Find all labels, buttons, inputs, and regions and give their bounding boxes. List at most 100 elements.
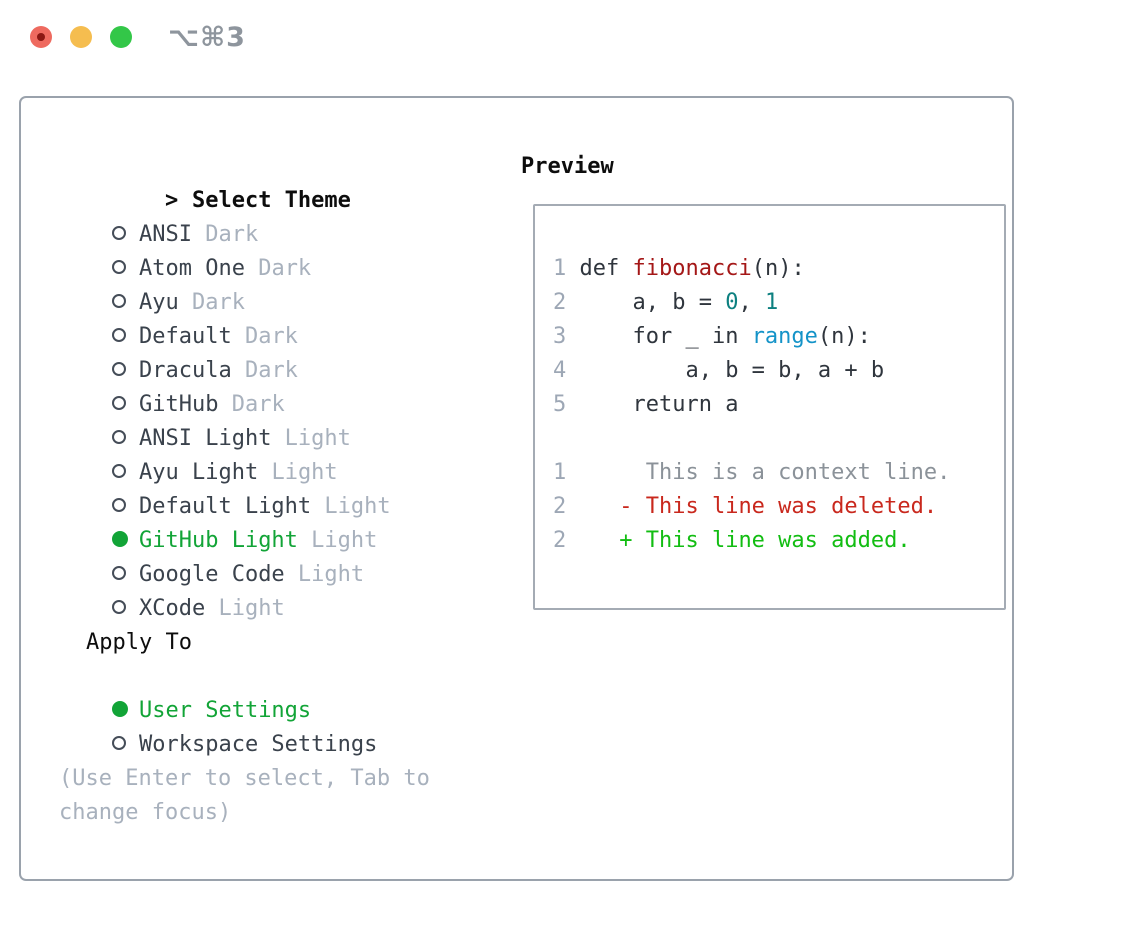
code-segment: - This line was deleted. bbox=[579, 494, 938, 519]
theme-variant-tag: Dark bbox=[231, 324, 298, 349]
line-number bbox=[553, 426, 566, 451]
theme-option-ayu[interactable]: Ayu Dark bbox=[59, 252, 499, 315]
theme-name: Dracula bbox=[138, 358, 232, 383]
preview-line: 1 def fibonacci(n): bbox=[553, 252, 950, 286]
theme-name: GitHub bbox=[138, 392, 219, 417]
preview-line bbox=[553, 422, 950, 456]
keyboard-shortcut-label: ⌥⌘3 bbox=[168, 22, 246, 53]
code-segment: , bbox=[738, 290, 765, 315]
code-segment: fibonacci bbox=[632, 256, 752, 281]
radio-icon bbox=[111, 354, 139, 388]
preview-line: 5 return a bbox=[553, 388, 950, 422]
radio-icon bbox=[111, 558, 139, 592]
theme-option-ansi-light[interactable]: ANSI Light Light bbox=[59, 388, 499, 451]
preview-title: Preview bbox=[521, 154, 614, 179]
theme-name: XCode bbox=[138, 596, 206, 621]
theme-variant-tag: Dark bbox=[178, 290, 245, 315]
radio-icon bbox=[111, 456, 139, 490]
theme-variant-tag: Light bbox=[205, 596, 285, 621]
preview-line: 4 a, b = b, a + b bbox=[553, 354, 950, 388]
select-theme-title: Select Theme bbox=[191, 188, 351, 213]
theme-variant-tag: Light bbox=[297, 528, 378, 553]
theme-name: Default Light bbox=[138, 494, 312, 519]
code-segment: return a bbox=[579, 392, 739, 417]
theme-option-xcode[interactable]: XCode Light bbox=[59, 558, 499, 621]
theme-name: ANSI Light bbox=[138, 426, 272, 451]
radio-icon bbox=[111, 422, 139, 456]
code-segment: def bbox=[579, 256, 633, 281]
theme-variant-tag: Dark bbox=[244, 256, 312, 281]
radio-icon bbox=[111, 320, 139, 354]
line-number: 5 bbox=[553, 392, 580, 417]
code-segment: This is a context line. bbox=[579, 460, 951, 485]
line-number: 4 bbox=[553, 358, 580, 383]
apply-option-workspace-settings[interactable]: Workspace Settings bbox=[59, 694, 499, 757]
theme-option-default-light[interactable]: Default Light Light bbox=[59, 456, 499, 519]
apply-to-options: User Settings Workspace Settings bbox=[59, 660, 499, 757]
theme-name: User Settings bbox=[138, 698, 312, 723]
code-segment: a, b = bbox=[579, 290, 726, 315]
theme-list: >Select Theme ANSI Dark Atom One Dark Ay… bbox=[59, 150, 499, 830]
radio-icon bbox=[111, 728, 139, 762]
theme-name: GitHub Light bbox=[138, 528, 298, 553]
apply-option-user-settings[interactable]: User Settings bbox=[59, 660, 499, 723]
theme-option-github[interactable]: GitHub Dark bbox=[59, 354, 499, 417]
theme-name: Default bbox=[138, 324, 232, 349]
line-number: 3 bbox=[553, 324, 580, 349]
theme-name: Ayu bbox=[138, 290, 179, 315]
radio-icon bbox=[111, 524, 139, 558]
theme-variant-tag: Light bbox=[311, 494, 391, 519]
theme-name: Atom One bbox=[138, 256, 245, 281]
code-segment: 1 bbox=[764, 290, 779, 315]
code-segment: (n): bbox=[751, 256, 805, 281]
theme-variant-tag: Dark bbox=[218, 392, 285, 417]
minimize-button[interactable] bbox=[70, 26, 92, 48]
code-segment: range bbox=[751, 324, 818, 349]
code-segment: a, b = b, a + b bbox=[579, 358, 885, 383]
radio-icon bbox=[111, 490, 139, 524]
theme-selector-panel: >Select Theme ANSI Dark Atom One Dark Ay… bbox=[19, 96, 1014, 881]
theme-variant-tag: Dark bbox=[191, 222, 259, 247]
close-button[interactable] bbox=[30, 26, 52, 48]
theme-option-dracula[interactable]: Dracula Dark bbox=[59, 320, 499, 383]
theme-variant-tag: Light bbox=[258, 460, 338, 485]
line-number: 2 bbox=[553, 290, 580, 315]
preview-line: 3 for _ in range(n): bbox=[553, 320, 950, 354]
preview-line: 2 - This line was deleted. bbox=[553, 490, 950, 524]
radio-icon bbox=[111, 286, 139, 320]
preview-line: 1 This is a context line. bbox=[553, 456, 950, 490]
radio-icon bbox=[111, 592, 139, 626]
theme-variant-tag: Dark bbox=[231, 358, 298, 383]
radio-icon bbox=[111, 252, 139, 286]
theme-variant-tag: Light bbox=[284, 562, 365, 587]
code-segment: + This line was added. bbox=[579, 528, 911, 553]
theme-option-google-code[interactable]: Google Code Light bbox=[59, 524, 499, 587]
theme-option-github-light[interactable]: GitHub Light Light bbox=[59, 490, 499, 553]
theme-option-ansi[interactable]: ANSI Dark bbox=[59, 184, 499, 247]
zoom-button[interactable] bbox=[110, 26, 132, 48]
theme-name: Ayu Light bbox=[138, 460, 259, 485]
theme-option-ayu-light[interactable]: Ayu Light Light bbox=[59, 422, 499, 485]
theme-name: Workspace Settings bbox=[138, 732, 378, 757]
code-segment: for _ in bbox=[579, 324, 752, 349]
code-segment: 0 bbox=[725, 290, 739, 315]
hint-text: (Use Enter to select, Tab to change focu… bbox=[59, 766, 430, 825]
radio-icon bbox=[111, 694, 139, 728]
theme-option-atom-one[interactable]: Atom One Dark bbox=[59, 218, 499, 281]
theme-option-default[interactable]: Default Dark bbox=[59, 286, 499, 349]
radio-icon bbox=[111, 218, 139, 252]
apply-to-header: Apply To bbox=[86, 630, 192, 655]
line-number: 1 bbox=[553, 256, 580, 281]
preview-line: 2 a, b = 0, 1 bbox=[553, 286, 950, 320]
code-segment: (n): bbox=[817, 324, 871, 349]
line-number: 1 bbox=[553, 460, 580, 485]
radio-icon bbox=[111, 388, 139, 422]
theme-name: ANSI bbox=[138, 222, 192, 247]
titlebar: ⌥⌘3 bbox=[0, 0, 1140, 75]
preview-line: 2 + This line was added. bbox=[553, 524, 950, 558]
theme-options: ANSI Dark Atom One Dark Ayu Dark Default… bbox=[59, 184, 499, 621]
theme-variant-tag: Light bbox=[271, 426, 351, 451]
